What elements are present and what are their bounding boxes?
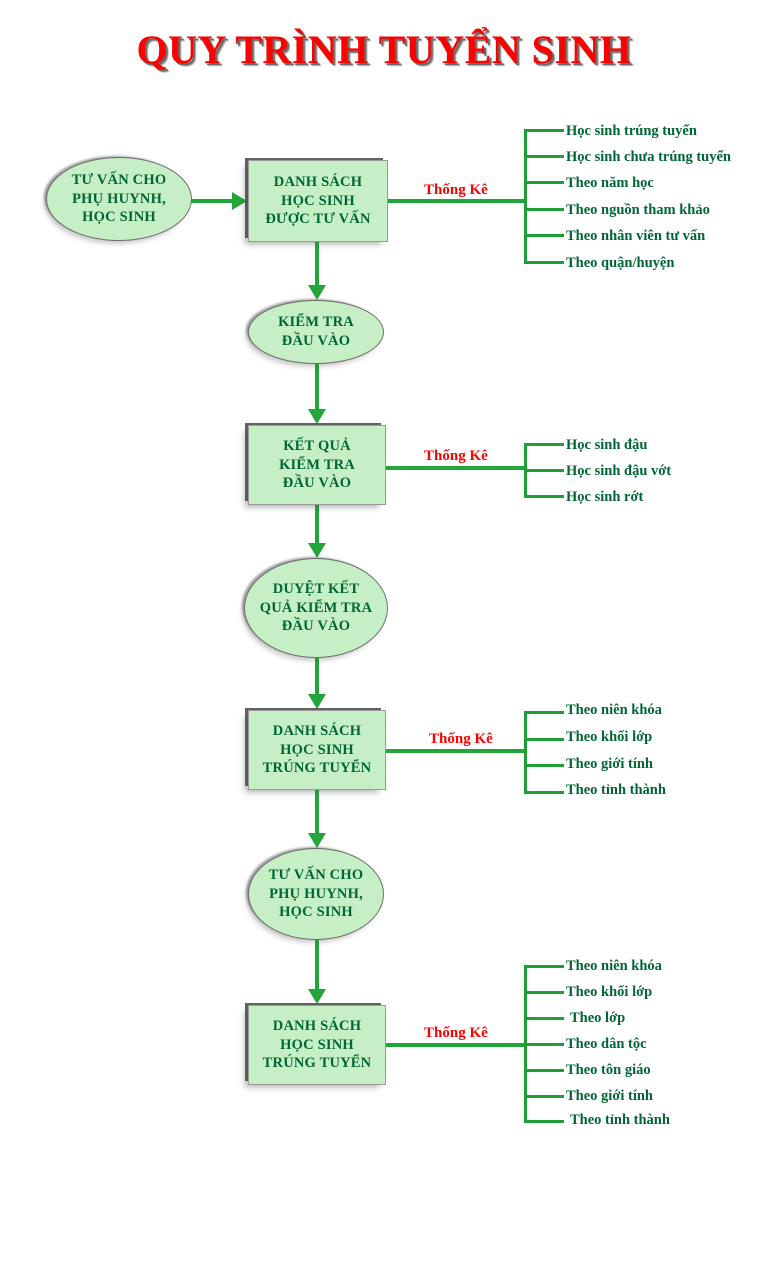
- node-entrance-exam[interactable]: KIỂM TRA ĐẦU VÀO: [248, 300, 384, 364]
- branch-final-admitted-stub-1: [524, 991, 564, 994]
- branch-final-admitted-spine: [524, 965, 527, 1120]
- branch-final-admitted-trunk: [386, 1043, 526, 1047]
- branch-final-admitted-stub-2: [524, 1017, 564, 1020]
- node-entrance-exam-result[interactable]: KẾT QUẢ KIỂM TRA ĐẦU VÀO: [248, 425, 386, 505]
- branch-admitted-item-1[interactable]: Theo khối lớp: [566, 729, 653, 745]
- branch-exam-result-stub-0: [524, 443, 564, 446]
- branch-final-admitted-item-0[interactable]: Theo niên khóa: [566, 958, 662, 974]
- branch-consulted-item-5[interactable]: Theo quận/huyện: [566, 255, 675, 271]
- node-entrance-exam-label: KIỂM TRA ĐẦU VÀO: [278, 314, 354, 349]
- connector-admitted-to-consult: [315, 790, 319, 834]
- branch-final-admitted-item-1[interactable]: Theo khối lớp: [566, 984, 653, 1000]
- branch-consulted-trunk: [388, 199, 526, 203]
- branch-consulted-stat-label: Thống Kê: [420, 182, 492, 199]
- connector-consult-to-list: [190, 199, 234, 203]
- arrowhead-list-to-exam: [308, 285, 326, 300]
- node-approve-exam-result[interactable]: DUYỆT KẾT QUẢ KIỂM TRA ĐẦU VÀO: [244, 558, 388, 658]
- branch-admitted-item-3[interactable]: Theo tỉnh thành: [566, 782, 666, 798]
- branch-admitted-stub-1: [524, 738, 564, 741]
- branch-final-admitted-item-3[interactable]: Theo dân tộc: [566, 1036, 647, 1052]
- node-consult-start-label: TƯ VẤN CHO PHỤ HUYNH, HỌC SINH: [71, 172, 167, 226]
- branch-admitted-trunk: [386, 749, 526, 753]
- arrowhead-result-to-approve: [308, 543, 326, 558]
- branch-admitted-stub-2: [524, 764, 564, 767]
- connector-approve-to-admitted: [315, 656, 319, 696]
- node-admitted-student-list-label: DANH SÁCH HỌC SINH TRÚNG TUYỂN: [262, 723, 372, 777]
- node-entrance-exam-result-label: KẾT QUẢ KIỂM TRA ĐẦU VÀO: [279, 438, 355, 492]
- branch-consulted-item-0[interactable]: Học sinh trúng tuyển: [566, 123, 697, 139]
- branch-final-admitted-item-2[interactable]: Theo lớp: [570, 1010, 626, 1026]
- node-consult-again-label: TƯ VẤN CHO PHỤ HUYNH, HỌC SINH: [268, 867, 364, 921]
- node-consulted-student-list-label: DANH SÁCH HỌC SINH ĐƯỢC TƯ VẤN: [265, 174, 371, 228]
- node-final-admitted-list-label: DANH SÁCH HỌC SINH TRÚNG TUYỂN: [262, 1018, 372, 1072]
- node-admitted-student-list[interactable]: DANH SÁCH HỌC SINH TRÚNG TUYỂN: [248, 710, 386, 790]
- branch-final-admitted-stub-6: [524, 1120, 564, 1123]
- branch-admitted-stat-label: Thống Kê: [425, 731, 497, 748]
- arrowhead-admitted-to-consult: [308, 833, 326, 848]
- branch-admitted-spine: [524, 711, 527, 791]
- branch-consulted-item-1[interactable]: Học sinh chưa trúng tuyển: [566, 149, 732, 165]
- node-consult-start[interactable]: TƯ VẤN CHO PHỤ HUYNH, HỌC SINH: [46, 157, 192, 241]
- branch-admitted-item-2[interactable]: Theo giới tính: [566, 756, 653, 772]
- node-consulted-student-list[interactable]: DANH SÁCH HỌC SINH ĐƯỢC TƯ VẤN: [248, 160, 388, 242]
- connector-exam-to-result: [315, 362, 319, 410]
- branch-consulted-item-3[interactable]: Theo nguồn tham khảo: [566, 202, 710, 218]
- branch-exam-result-item-1[interactable]: Học sinh đậu vớt: [566, 463, 672, 479]
- branch-consulted-stub-5: [524, 261, 564, 264]
- connector-consult-to-final: [315, 938, 319, 990]
- branch-exam-result-stub-1: [524, 469, 564, 472]
- branch-consulted-stub-1: [524, 155, 564, 158]
- branch-consulted-spine: [524, 129, 527, 264]
- branch-consulted-stub-0: [524, 129, 564, 132]
- branch-admitted-stub-3: [524, 791, 564, 794]
- connector-list-to-exam: [315, 242, 319, 286]
- branch-admitted-item-0[interactable]: Theo niên khóa: [566, 702, 662, 718]
- branch-exam-result-item-0[interactable]: Học sinh đậu: [566, 437, 648, 453]
- node-approve-exam-result-label: DUYỆT KẾT QUẢ KIỂM TRA ĐẦU VÀO: [259, 581, 373, 635]
- branch-final-admitted-item-5[interactable]: Theo giới tính: [566, 1088, 653, 1104]
- branch-exam-result-stub-2: [524, 495, 564, 498]
- branch-final-admitted-stub-4: [524, 1069, 564, 1072]
- branch-exam-result-stat-label: Thống Kê: [420, 448, 492, 465]
- branch-admitted-stub-0: [524, 711, 564, 714]
- branch-final-admitted-stub-3: [524, 1043, 564, 1046]
- branch-final-admitted-stub-0: [524, 965, 564, 968]
- branch-final-admitted-item-6[interactable]: Theo tỉnh thành: [570, 1112, 670, 1128]
- arrowhead-approve-to-admitted: [308, 694, 326, 709]
- branch-consulted-stub-3: [524, 208, 564, 211]
- branch-consulted-item-2[interactable]: Theo năm học: [566, 175, 654, 191]
- branch-consulted-item-4[interactable]: Theo nhân viên tư vấn: [566, 228, 706, 244]
- branch-final-admitted-item-4[interactable]: Theo tôn giáo: [566, 1062, 651, 1078]
- page-title: QUY TRÌNH TUYỂN SINH: [136, 27, 632, 72]
- node-consult-again[interactable]: TƯ VẤN CHO PHỤ HUYNH, HỌC SINH: [248, 848, 384, 940]
- branch-consulted-stub-2: [524, 181, 564, 184]
- connector-result-to-approve: [315, 505, 319, 545]
- arrowhead-exam-to-result: [308, 409, 326, 424]
- node-final-admitted-list[interactable]: DANH SÁCH HỌC SINH TRÚNG TUYỂN: [248, 1005, 386, 1085]
- branch-consulted-stub-4: [524, 234, 564, 237]
- branch-exam-result-item-2[interactable]: Học sinh rớt: [566, 489, 644, 505]
- branch-exam-result-trunk: [386, 466, 526, 470]
- arrowhead-consult-to-final: [308, 989, 326, 1004]
- branch-final-admitted-stat-label: Thống Kê: [420, 1025, 492, 1042]
- branch-final-admitted-stub-5: [524, 1095, 564, 1098]
- arrowhead-consult-to-list: [232, 192, 247, 210]
